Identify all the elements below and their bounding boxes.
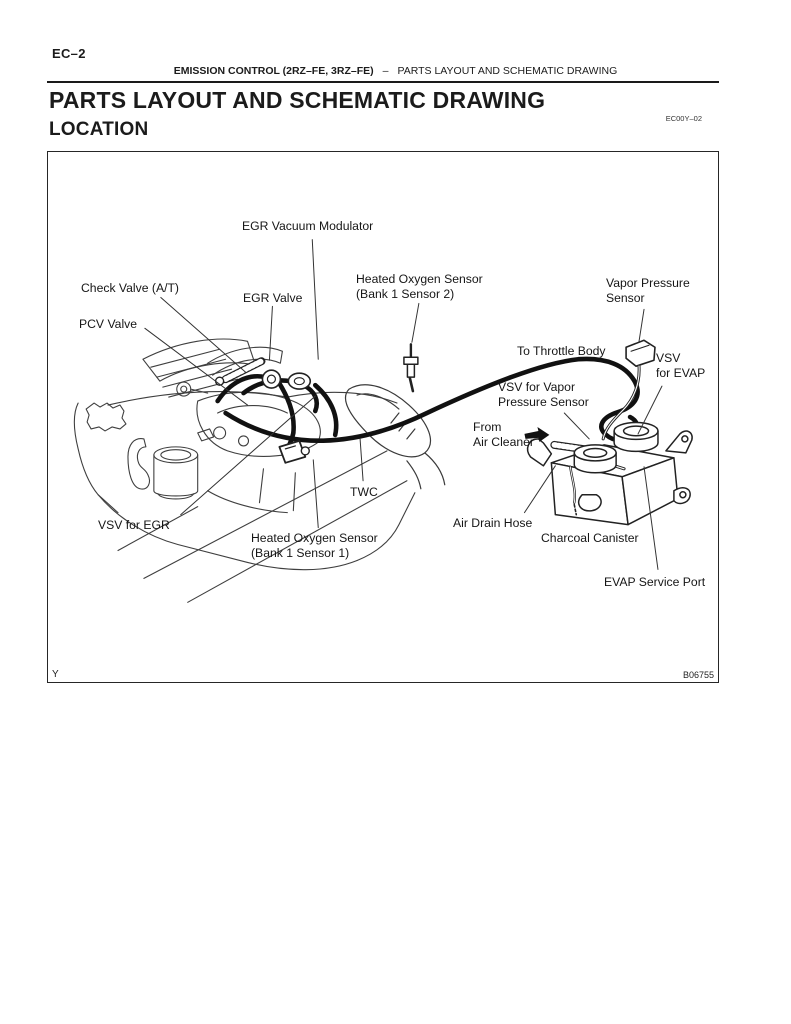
- air-drain-hose-elbow: [526, 438, 553, 467]
- egr-valve-shape: [261, 369, 282, 389]
- label-to-throttle-body: To Throttle Body: [517, 344, 606, 358]
- label-check-valve-at: Check Valve (A/T): [81, 281, 179, 295]
- figure-box: EGR Vacuum Modulator Check Valve (A/T) E…: [47, 151, 719, 683]
- label-vsv-for-egr: VSV for EGR: [98, 518, 170, 532]
- canister-bracket-lower-ear: [673, 487, 691, 505]
- canister-bracket-upper-ear: [665, 430, 693, 454]
- document-code: EC00Y–02: [665, 114, 702, 123]
- label-vapor-pressure-sensor: Vapor Pressure Sensor: [606, 276, 690, 306]
- label-egr-valve: EGR Valve: [243, 291, 303, 305]
- running-header-section: EMISSION CONTROL (2RZ–FE, 3RZ–FE): [173, 65, 374, 77]
- label-heated-oxygen-sensor-bank1-sensor1: Heated Oxygen Sensor (Bank 1 Sensor 1): [251, 531, 378, 561]
- oxygen-sensor-bank1-sensor1: [278, 440, 307, 464]
- label-twc: TWC: [350, 485, 378, 499]
- header-rule: [47, 81, 719, 83]
- charcoal-canister-shape: [550, 421, 693, 526]
- canister-front-flap: [577, 493, 602, 512]
- label-vsv-for-evap: VSV for EVAP: [656, 351, 706, 381]
- from-air-cleaner-arrow: [524, 426, 550, 442]
- label-air-drain-hose: Air Drain Hose: [453, 516, 533, 530]
- page-number: EC–2: [52, 46, 86, 61]
- running-header-chapter: PARTS LAYOUT AND SCHEMATIC DRAWING: [397, 65, 618, 77]
- running-header-dash: –: [382, 65, 389, 77]
- label-egr-vacuum-modulator: EGR Vacuum Modulator: [242, 219, 374, 233]
- label-from-air-cleaner: From Air Cleaner: [473, 420, 534, 450]
- label-vsv-for-vapor-pressure-sensor: VSV for Vapor Pressure Sensor: [498, 380, 589, 410]
- exhaust-twc: [344, 384, 446, 490]
- label-charcoal-canister: Charcoal Canister: [541, 531, 639, 545]
- leader-lines: [144, 239, 663, 570]
- parts-location-diagram: [73, 239, 693, 603]
- label-evap-service-port: EVAP Service Port: [604, 575, 706, 589]
- hose-to-throttle-body: [223, 356, 640, 443]
- label-pcv-valve: PCV Valve: [79, 317, 138, 331]
- section-subtitle: LOCATION: [49, 119, 149, 140]
- label-heated-oxygen-sensor-bank1-sensor2: Heated Oxygen Sensor (Bank 1 Sensor 2): [356, 272, 483, 302]
- vapor-pressure-sensor-shape: [601, 339, 656, 441]
- figure-corner-mark: Y: [52, 669, 59, 680]
- page-title: PARTS LAYOUT AND SCHEMATIC DRAWING: [49, 87, 546, 113]
- figure-code: B06755: [682, 670, 714, 680]
- sensors-and-valves: [261, 343, 419, 464]
- running-header: EMISSION CONTROL (2RZ–FE, 3RZ–FE)–PARTS …: [0, 65, 791, 77]
- egr-vacuum-modulator-shape: [287, 372, 312, 390]
